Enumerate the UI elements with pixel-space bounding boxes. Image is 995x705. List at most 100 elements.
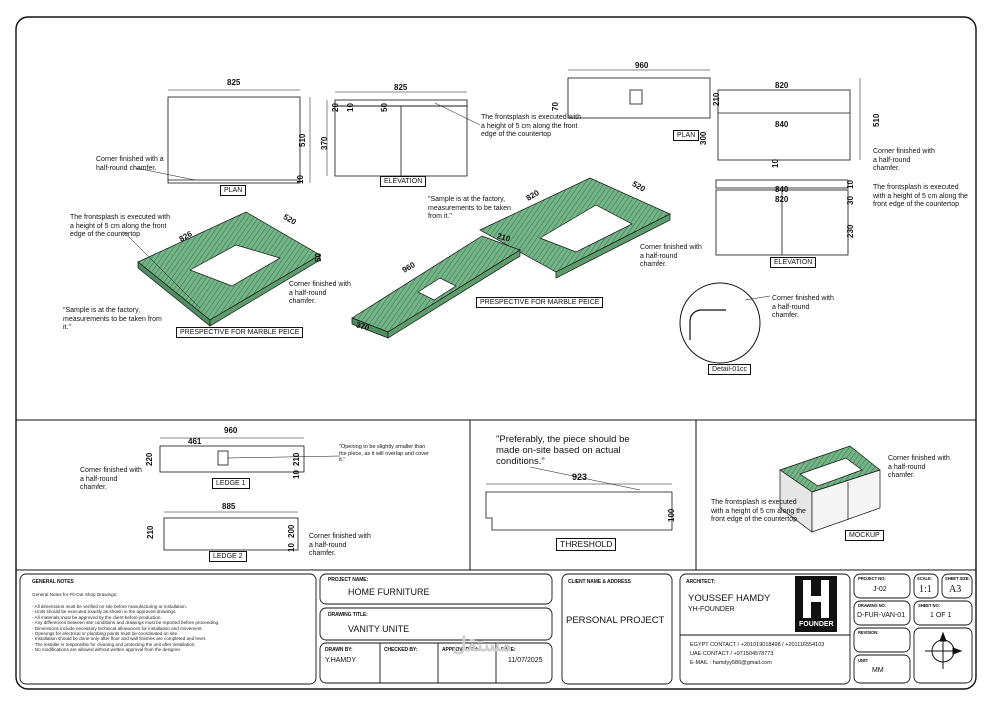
plan2-dim-210: 210 [712,92,721,106]
contact-uae: UAE CONTACT / +971504578773 [690,651,774,657]
sheet-size-value: A3 [949,584,962,595]
sheet-no-label: SHEET NO: [918,603,940,608]
general-note-line: - Any differences between site condition… [32,620,220,626]
north-arrow-icon [925,631,963,669]
plan2-dim-960: 960 [635,61,649,70]
ledge-1-drawing [159,437,341,473]
elev2-dim-840: 840 [775,185,789,194]
client-name: PERSONAL PROJECT [566,615,665,626]
threshold-note: "Preferably, the piece should be made on… [496,434,630,467]
general-note-line: - Openings for electrical or plumbing po… [32,631,179,637]
sheet-no: 1 OF 1 [930,612,952,619]
unit-value: MM [872,667,884,674]
plan1-dim-small: 10 [296,175,305,184]
perspective-2-drawing [351,177,671,339]
elev2-frontsplash-note: The frontsplash is executed with a heigh… [873,184,968,208]
elev2-dim-10: 10 [846,180,855,189]
ledge2-dim-10: 10 [287,543,296,552]
sheet-border [15,16,977,690]
detail-drawing [679,282,771,364]
ledge1-corner-note: Corner finished with a half-round chamfe… [80,467,142,491]
founder-logo [795,576,837,632]
threshold-drawing [485,466,673,531]
drawing-title: VANITY UNITE [348,624,410,634]
general-note-line: - No modifications are allowed without w… [32,647,182,653]
plan2-dim-10: 10 [771,159,780,168]
plan1-corner-note: Corner finished with a half-round chamfe… [96,156,164,172]
general-note-line: - All materials must be approved by the … [32,614,162,620]
watermark: مستقل [452,634,512,656]
general-notes-title: GENERAL NOTES [32,579,74,585]
persp1-tag: PRESPECTIVE FOR MARBLE PEICE [176,327,304,338]
threshold-dim-100: 100 [667,508,676,522]
contact-email: E-MAIL : hamdyy586@gmail.com [690,660,772,666]
ledge2-dim-210: 210 [146,525,155,539]
general-note-line: - Units should be executed exactly as sh… [32,609,177,615]
drawing-no-label: DRAWING NO: [858,603,886,608]
plan2-dim-510: 510 [872,113,881,127]
scale-value: 1:1 [919,584,932,595]
drawing-title-label: DRAWING TITLE: [328,612,368,618]
persp1-sample-note: "Sample is at the factory, measurements … [63,307,162,331]
persp2-corner-note: Corner finished with a half-round chamfe… [640,244,702,268]
drawn-by: Y.HAMDY [325,657,356,664]
drawn-by-label: DRAWN BY: [325,647,353,653]
date-label: DATE: [501,647,516,653]
elev1-dim-50: 50 [380,103,389,112]
plan2-corner-note: Corner finished with a half-round chamfe… [873,148,935,172]
client-label: CLIENT NAME & ADDRESS [568,579,631,585]
elev1-dim-370: 370 [320,136,329,150]
ledge1-dim-220: 220 [145,452,154,466]
revision-label: REVISION: [858,630,879,635]
architect-firm: YH-FOUNDER [688,606,735,613]
perspective-1-drawing [123,211,321,327]
sheet-size-label: SHEET SIZE: [945,576,970,581]
checked-by-label: CHECKED BY: [384,647,418,653]
project-name-label: PROJECT NAME: [328,577,369,583]
project-no-label: PROJECT NO: [858,576,886,581]
plan2-tag: PLAN [673,130,700,141]
plan2-dim-70: 70 [551,102,560,111]
mockup-drawing [779,445,881,533]
general-note-line: - Installation should be done only after… [32,636,207,642]
ledge2-corner-note: Corner finished with a half-round chamfe… [309,533,371,557]
ledge2-tag: LEDGE 2 [209,551,247,562]
detail-tag: Detail-01cc [708,364,752,375]
persp2-sample-note: "Sample is at the factory, measurements … [428,196,511,220]
plan1-dim-depth: 510 [298,133,307,147]
detail-corner-note: Corner finished with a half-round chamfe… [772,295,834,319]
ledge2-dim-200: 200 [287,524,296,538]
ledge1-dim-960: 960 [224,426,238,435]
plan2-dim-820: 820 [775,81,789,90]
ledge1-dim-461: 461 [188,437,202,446]
ledge1-tag: LEDGE 1 [212,478,250,489]
persp1-dim-50: 50 [314,253,323,262]
architect-name: YOUSSEF HAMDY [688,593,771,604]
plan1-tag: PLAN [220,185,247,196]
approved-by-label: APPROVED BY: [442,647,479,653]
elev2-dim-230: 230 [846,224,855,238]
persp1-frontsplash-note: The frontsplash is executed with a heigh… [70,214,170,238]
persp2-tag: PRESPECTIVE FOR MARBLE PEICE [476,297,604,308]
elev1-frontsplash-note: The frontsplash is executed with a heigh… [481,114,581,138]
plan-2-drawing [567,69,861,161]
contact-egypt: EGYPT CONTACT / +201019018498 / +2011165… [690,642,825,648]
persp1-corner-note: Corner finished with a half-round chamfe… [289,281,351,305]
ledge1-opening-note: "Opening to be slightly smaller than the… [339,444,429,463]
architect-label: ARCHITECT: [686,579,715,585]
mockup-corner-note: Corner finished with a half-round chamfe… [888,455,950,479]
plan-1-drawing [135,89,311,184]
plan2-dim-840: 840 [775,120,789,129]
elevation-2-drawing [715,179,849,256]
ledge-2-drawing [163,511,299,551]
elev2-tag: ELEVATION [770,257,817,268]
elev1-dim-width: 825 [394,83,408,92]
plan2-dim-300: 300 [699,131,708,145]
plan1-dim-width: 825 [227,78,241,87]
general-note-line: - Dimensions include necessary technical… [32,625,203,631]
general-notes-sub: General Notes for Fit-Out Shop Drawings: [32,592,118,597]
general-note-line: - All dimensions must be verified on sit… [32,604,187,609]
elev2-dim-30: 30 [846,196,855,205]
threshold-dim-923: 923 [572,472,588,482]
